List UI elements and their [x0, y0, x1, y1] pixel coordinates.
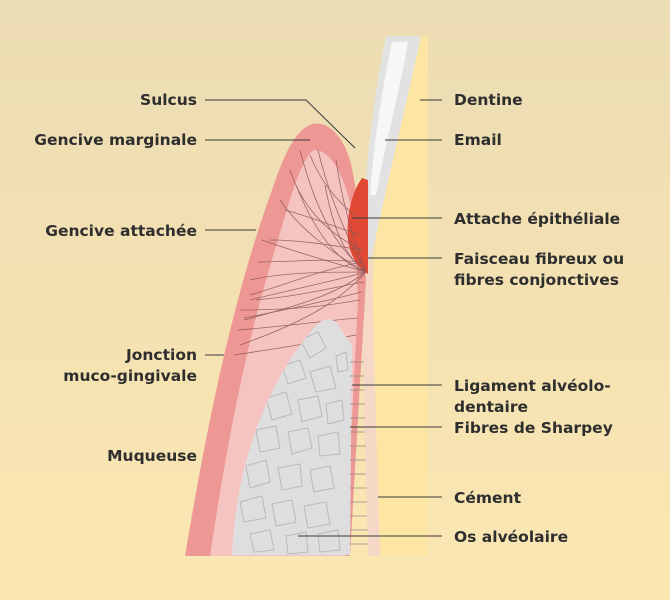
leader-sulcus [205, 99, 356, 149]
epithelial-attachment [347, 178, 368, 274]
leader-lines [205, 99, 442, 537]
label-ligament-line2: dentaire [454, 398, 528, 416]
label-cement: Cément [454, 489, 522, 507]
label-gencive-marginale: Gencive marginale [34, 131, 197, 149]
label-email: Email [454, 131, 502, 149]
label-sulcus: Sulcus [140, 91, 197, 109]
enamel-highlight [370, 42, 408, 195]
label-sharpey: Fibres de Sharpey [454, 419, 613, 437]
bone-trabeculae [239, 331, 349, 555]
enamel [362, 36, 421, 262]
label-faisceau-line2: fibres conjonctives [454, 271, 619, 289]
sharpey-fibres [350, 361, 368, 545]
cementum [360, 262, 380, 556]
label-os: Os alvéolaire [454, 528, 568, 546]
label-gencive-attachee: Gencive attachée [45, 222, 197, 240]
label-muqueuse: Muqueuse [107, 447, 197, 465]
label-faisceau-line1: Faisceau fibreux ou [454, 250, 624, 268]
connective-fibres [233, 149, 367, 356]
label-ligament-line1: Ligament alvéolo- [454, 377, 611, 395]
label-jonction-line1: Jonction [125, 346, 197, 364]
label-dentine: Dentine [454, 91, 523, 109]
label-jonction-line2: muco-gingivale [63, 367, 197, 385]
label-attache: Attache épithéliale [454, 210, 620, 228]
